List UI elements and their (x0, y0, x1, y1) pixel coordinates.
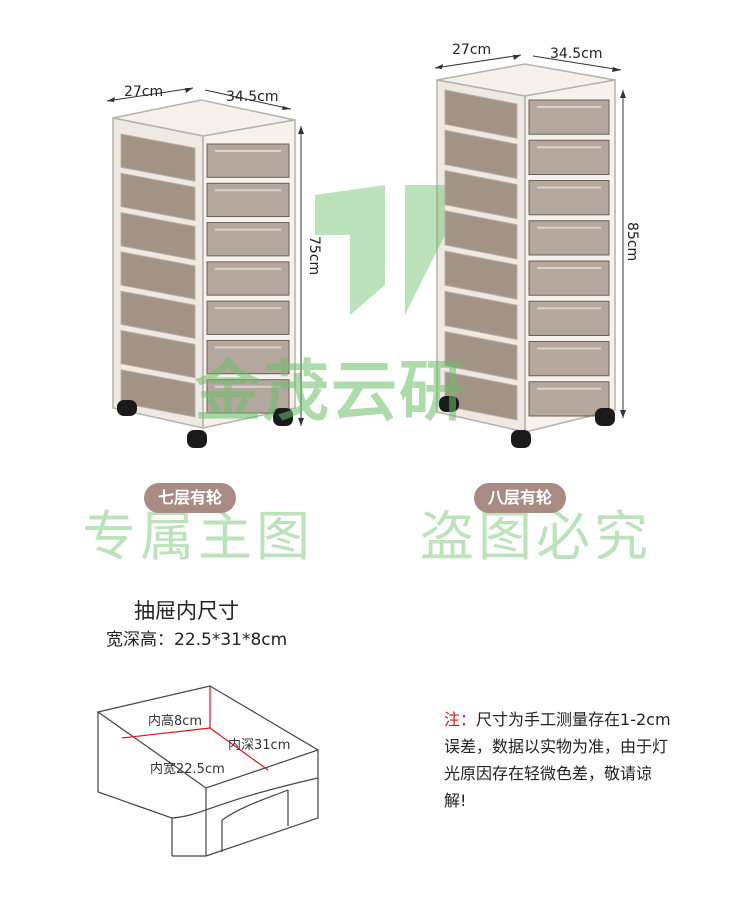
tag-7-layers: 七层有轮 (144, 483, 237, 513)
right-depth-label: 34.5cm (550, 46, 603, 62)
drawer-front (528, 300, 610, 336)
drawer-side (120, 369, 196, 418)
drawer-side (444, 371, 518, 421)
drawer-side (120, 251, 196, 300)
drawer-inner-dims: 宽深高：22.5*31*8cm (106, 630, 288, 650)
drawer-front (206, 182, 290, 218)
drawer-side (120, 329, 196, 379)
drawer-side (444, 290, 518, 341)
drawer-side (444, 330, 518, 381)
drawer-front (528, 381, 610, 417)
note-prefix: 注： (444, 710, 477, 729)
watermark-left: 专属主图 (82, 505, 314, 568)
drawer-inner-title: 抽屉内尺寸 (134, 599, 239, 623)
cabinet-7-drawers (106, 87, 304, 448)
drawer-side (444, 210, 518, 260)
drawer-front (206, 261, 290, 296)
left-height-label: 75cm (306, 236, 322, 276)
drawer-front (206, 222, 290, 257)
note-text: 尺寸为手工测量存在1-2cm误差，数据以实物为准，由于灯光原因存在轻微色差，敬请… (444, 710, 671, 810)
drawer-side (444, 250, 518, 300)
right-height-label: 85cm (624, 222, 640, 262)
drawer-front (206, 339, 290, 375)
inner-height-label: 内高8cm (148, 714, 203, 729)
tag-8-layers: 八层有轮 (474, 483, 567, 513)
left-width-label: 27cm (124, 84, 164, 100)
drawer-front (528, 99, 610, 135)
drawer-side (444, 169, 518, 220)
drawer-front (206, 300, 290, 335)
right-width-label: 27cm (452, 42, 492, 58)
drawer-front (528, 180, 610, 216)
drawer-front (528, 220, 610, 256)
left-depth-label: 34.5cm (226, 89, 279, 105)
drawer-front (206, 143, 290, 178)
drawer-diagram (96, 685, 320, 857)
drawer-side (444, 129, 518, 180)
drawer-front (528, 139, 610, 175)
drawer-front (528, 260, 610, 296)
drawer-front (528, 341, 610, 377)
drawer-side (120, 133, 196, 182)
drawer-side (120, 211, 196, 261)
drawer-side (120, 290, 196, 340)
watermark-right: 盗图必究 (420, 505, 652, 568)
watermark-brand: 金茂云研 (195, 353, 467, 430)
cabinet-8-drawers (434, 54, 626, 448)
drawer-front (206, 379, 290, 414)
inner-depth-label: 内深31cm (228, 738, 291, 753)
drawer-side (120, 172, 196, 222)
drawer-side (444, 89, 518, 139)
note-block: 注：尺寸为手工测量存在1-2cm误差，数据以实物为准，由于灯光原因存在轻微色差，… (444, 706, 674, 814)
watermark-logo-shape (315, 185, 445, 315)
inner-width-label: 内宽22.5cm (150, 762, 225, 777)
